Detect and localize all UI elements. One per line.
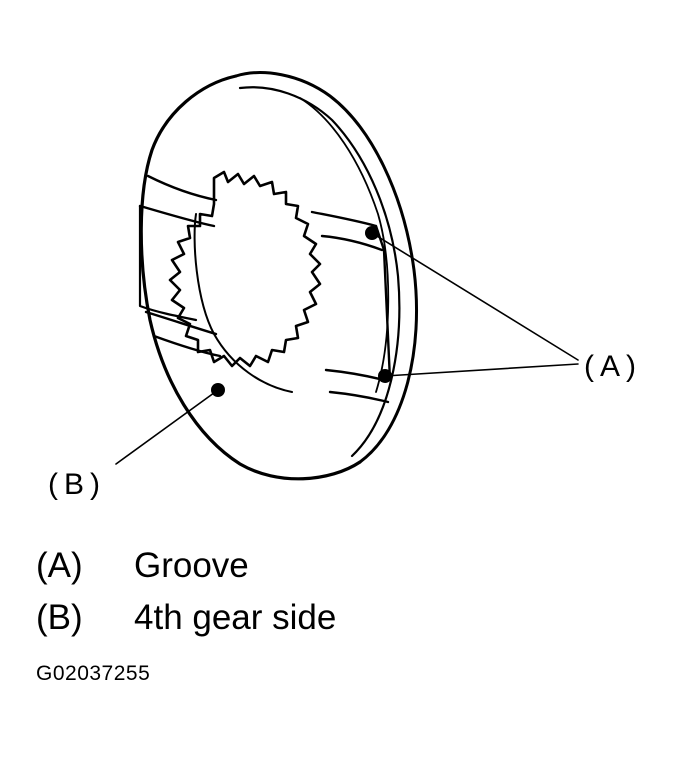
ring-front-outer-edge bbox=[139, 74, 362, 481]
legend-key-b: (B) bbox=[36, 598, 83, 637]
legend-key-a: (A) bbox=[36, 546, 83, 585]
legend-label-a: Groove bbox=[134, 546, 249, 585]
callout-b: (B) bbox=[48, 468, 106, 501]
figure-id: G02037255 bbox=[36, 662, 151, 685]
callout-a: (A) bbox=[584, 350, 642, 383]
legend-label-b: 4th gear side bbox=[134, 598, 337, 637]
splined-bore bbox=[168, 170, 322, 368]
legend-row-b: (B) 4th gear side bbox=[36, 592, 336, 644]
leader-a-lower bbox=[384, 363, 579, 377]
leader-a-upper bbox=[371, 232, 579, 361]
legend-row-a: (A) Groove bbox=[36, 540, 336, 592]
splined-bore-depth bbox=[193, 213, 293, 393]
legend: (A) Groove (B) 4th gear side bbox=[36, 540, 336, 644]
left-slot-face bbox=[138, 204, 198, 322]
ring-rim-back bbox=[234, 71, 418, 464]
sleeve-drawing bbox=[115, 71, 579, 481]
ring-rim-groove-line bbox=[238, 86, 401, 458]
synchronizer-sleeve-diagram: (A) (B) bbox=[48, 71, 642, 501]
leader-b bbox=[115, 389, 219, 465]
ring-rim-inner-line bbox=[299, 97, 390, 393]
left-slot bbox=[138, 174, 222, 358]
